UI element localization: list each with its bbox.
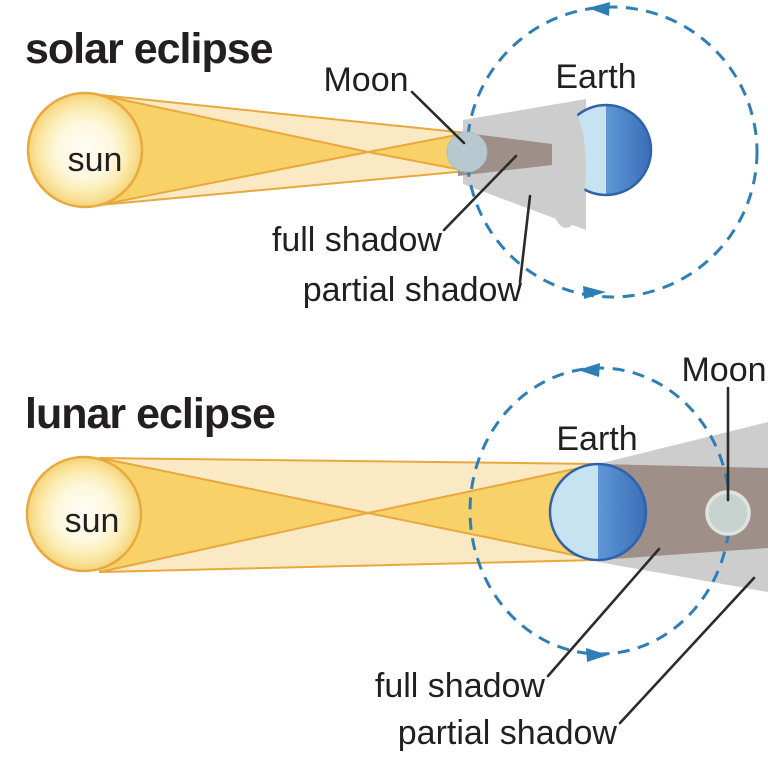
moon-label: Moon — [323, 61, 408, 99]
moon — [446, 131, 488, 173]
sun-label: sun — [65, 502, 120, 540]
earth — [548, 462, 648, 562]
moon-leader-line — [410, 90, 466, 145]
partial-shadow-leader-line — [518, 194, 532, 284]
full-shadow-leader-line — [546, 547, 661, 678]
lunar-eclipse-diagram: lunar eclipse sun Earth Moon full shadow… — [25, 351, 768, 752]
earth-label: Earth — [556, 420, 637, 458]
orbit-arrow-bottom — [586, 648, 608, 662]
lunar-title: lunar eclipse — [25, 390, 275, 438]
full-shadow-label: full shadow — [375, 667, 546, 705]
earth-outline — [548, 462, 648, 562]
sun — [26, 91, 144, 209]
partial-shadow-label: partial shadow — [398, 714, 618, 752]
sun — [25, 455, 143, 573]
full-shadow-label: full shadow — [272, 221, 443, 259]
partial-shadow-leader-line — [618, 576, 756, 725]
sun-label: sun — [68, 141, 123, 179]
full-shadow-leader-line — [442, 154, 518, 232]
earth-night-side — [606, 105, 651, 195]
moon-label: Moon — [681, 351, 766, 389]
orbit-arrow-top — [578, 363, 600, 377]
orbit-arrow-bottom — [583, 286, 606, 299]
earth-label: Earth — [555, 58, 636, 96]
earth-night-side — [598, 464, 646, 560]
orbit-arrow-top — [588, 2, 610, 16]
partial-shadow-label: partial shadow — [303, 271, 523, 309]
solar-eclipse-diagram: solar eclipse sun Moon Earth full shadow… — [25, 2, 759, 309]
shadow-tip-on-earth — [546, 104, 586, 228]
solar-title: solar eclipse — [25, 25, 273, 73]
